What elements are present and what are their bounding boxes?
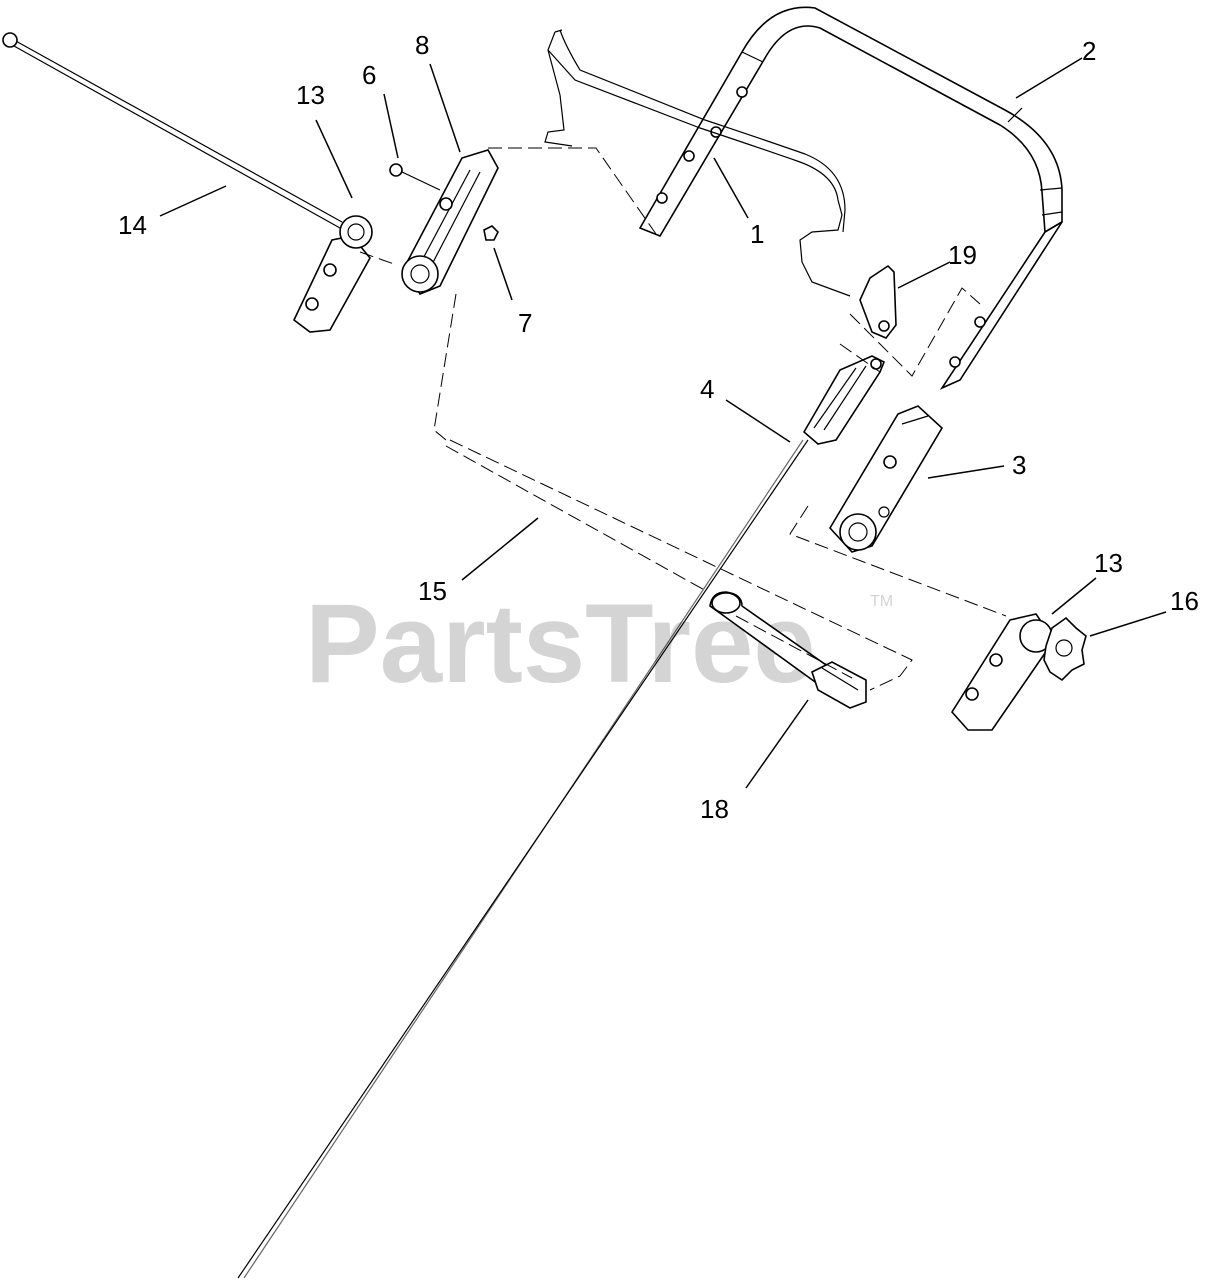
callout-16: 16 [1170, 586, 1199, 616]
tube-clip [811, 661, 867, 709]
callout-15: 15 [418, 576, 447, 606]
callout-3: 3 [1012, 450, 1026, 480]
bail-bar [544, 29, 851, 297]
handle-bracket-right [829, 405, 944, 553]
callout-14: 14 [118, 210, 147, 240]
handle-bracket-left [401, 149, 499, 295]
callout-8: 8 [415, 30, 429, 60]
bolt [389, 163, 441, 191]
cable-clip [859, 264, 897, 339]
callout-13-right: 13 [1094, 548, 1123, 578]
callout-labels: 1 2 3 4 6 7 8 13 13 14 15 16 18 19 [118, 30, 1199, 824]
cable-fitting [802, 355, 886, 445]
assembly-lines [359, 147, 1007, 691]
callout-19: 19 [948, 240, 977, 270]
callout-1: 1 [750, 219, 764, 249]
callout-6: 6 [362, 60, 376, 90]
control-cable [237, 439, 809, 1279]
trademark-mark: TM [870, 593, 893, 610]
callout-13-left: 13 [296, 80, 325, 110]
callout-18: 18 [700, 794, 729, 824]
star-knob [1043, 616, 1087, 682]
control-rod [2, 32, 343, 229]
callout-7: 7 [518, 308, 532, 338]
upper-handle [638, 6, 1063, 390]
knob-bracket-right [951, 613, 1055, 731]
callout-2: 2 [1082, 36, 1096, 66]
knob-bracket-left [292, 215, 373, 333]
callout-4: 4 [700, 374, 714, 404]
leader-lines [159, 57, 1167, 789]
nut [483, 225, 499, 241]
